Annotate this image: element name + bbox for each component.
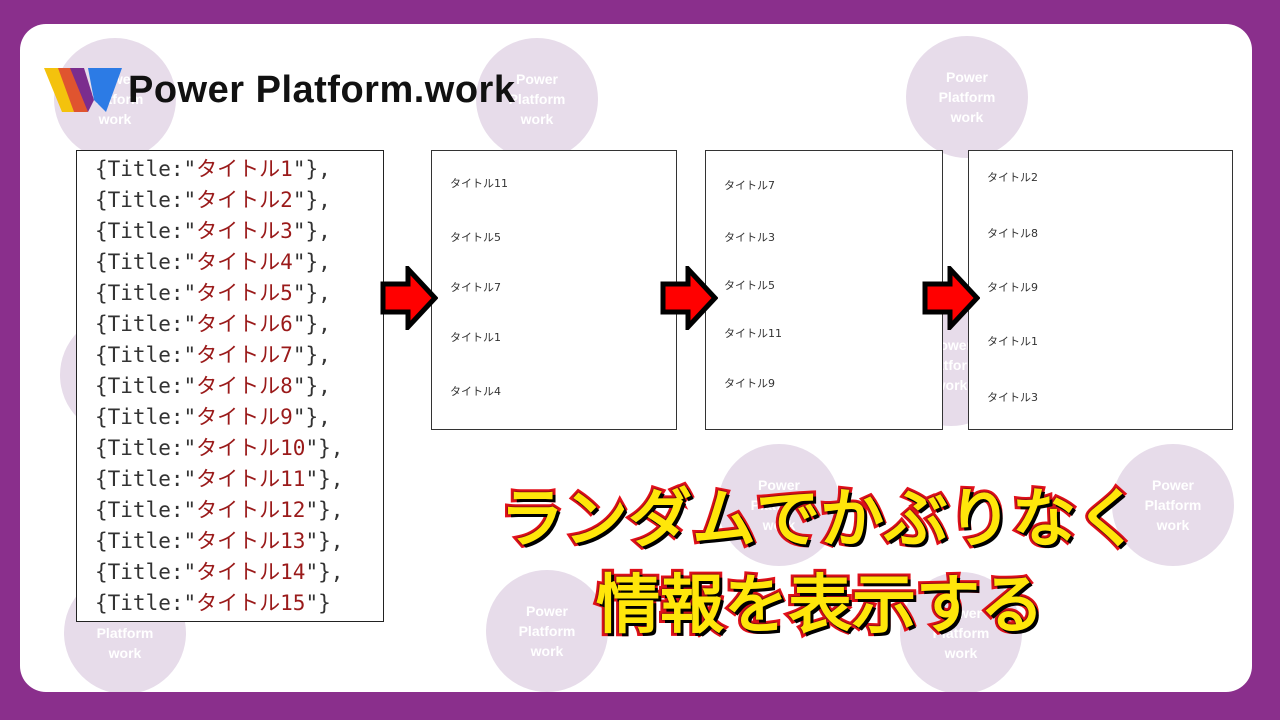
panel-list-item: タイトル9 [987,281,1038,294]
panel-list-item: タイトル1 [987,335,1038,348]
random-list-panel-2: タイトル7 タイトル3 タイトル5 タイトル11 タイトル9 [705,150,943,430]
panel-list-item: タイトル5 [724,279,775,292]
panel-list-item: タイトル8 [987,227,1038,240]
code-line: {Title:"タイトル9"}, [95,405,331,429]
code-line: {Title:"タイトル15"} [95,591,331,615]
headline-line-2: 情報を表示する [593,566,1047,646]
code-line: {Title:"タイトル7"}, [95,343,331,367]
code-line: {Title:"タイトル6"}, [95,312,331,336]
random-list-panel-3: タイトル2 タイトル8 タイトル9 タイトル1 タイトル3 [968,150,1233,430]
headline-line-1: ランダムでかぶりなく [497,480,1143,560]
arrow-right-icon [660,266,718,330]
power-platform-logo-icon [44,68,122,112]
arrow-right-icon [380,266,438,330]
panel-list-item: タイトル7 [450,281,501,294]
code-line: {Title:"タイトル8"}, [95,374,331,398]
panel-list-item: タイトル4 [450,385,501,398]
code-line: {Title:"タイトル1"}, [95,157,331,181]
arrow-right-icon [922,266,980,330]
panel-list-item: タイトル11 [450,177,508,190]
code-line: {Title:"タイトル2"}, [95,188,331,212]
random-list-panel-1: タイトル11 タイトル5 タイトル7 タイトル1 タイトル4 [431,150,677,430]
code-line: {Title:"タイトル12"}, [95,498,344,522]
panel-list-item: タイトル5 [450,231,501,244]
code-line: {Title:"タイトル10"}, [95,436,344,460]
code-sample: {Title:"タイトル1"}, {Title:"タイトル2"}, {Title:"… [76,150,384,622]
panel-list-item: タイトル3 [724,231,775,244]
panel-list-item: タイトル11 [724,327,782,340]
panel-list-item: タイトル7 [724,179,775,192]
panel-list-item: タイトル1 [450,331,501,344]
panel-list-item: タイトル9 [724,377,775,390]
code-line: {Title:"タイトル3"}, [95,219,331,243]
code-line: {Title:"タイトル4"}, [95,250,331,274]
code-line: {Title:"タイトル5"}, [95,281,331,305]
code-line: {Title:"タイトル14"}, [95,560,344,584]
panel-list-item: タイトル2 [987,171,1038,184]
code-line: {Title:"タイトル13"}, [95,529,344,553]
panel-list-item: タイトル3 [987,391,1038,404]
brand-logo: Power Platform.work [44,64,515,116]
code-line: {Title:"タイトル11"}, [95,467,344,491]
brand-name: Power Platform.work [128,68,516,111]
headline: ランダムでかぶりなく 情報を表示する [400,476,1240,648]
